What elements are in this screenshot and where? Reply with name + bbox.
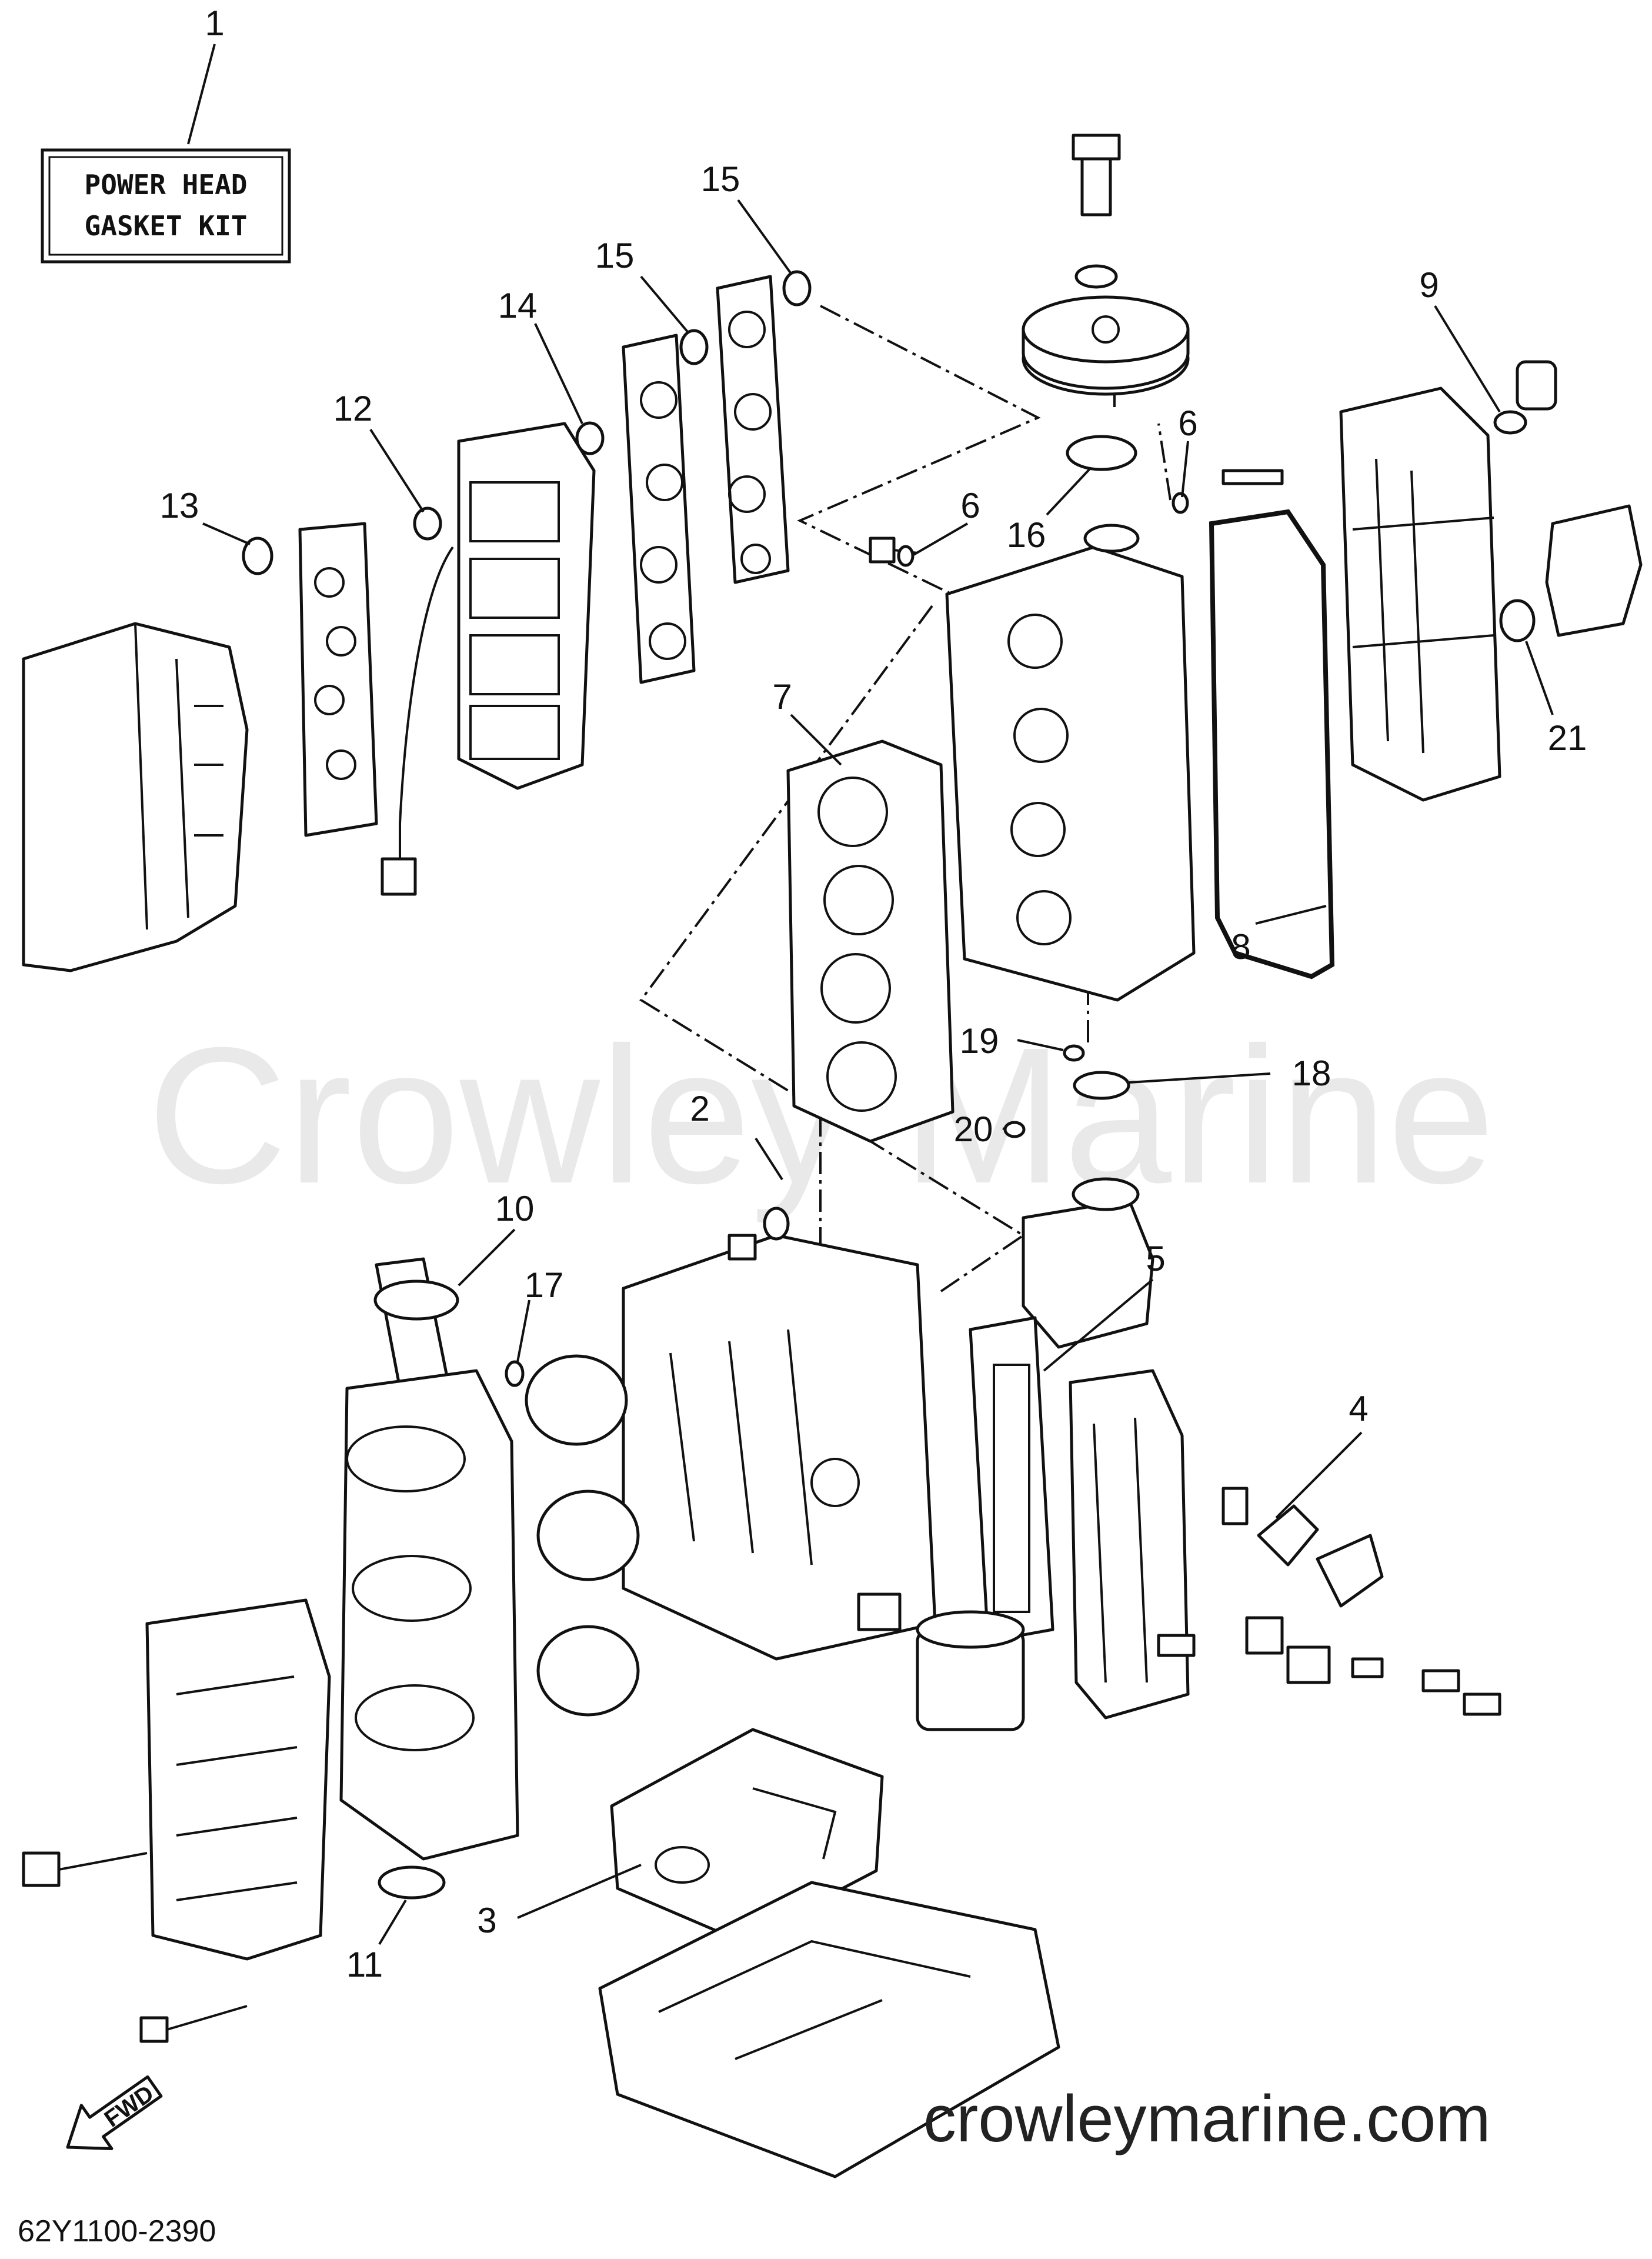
callout-6a: 6 bbox=[960, 486, 980, 525]
callout-3: 3 bbox=[477, 1901, 496, 1940]
oil-seal-10 bbox=[373, 1280, 459, 1321]
bolts-6 bbox=[869, 469, 1284, 567]
callout-19: 19 bbox=[960, 1021, 999, 1061]
o-ring-14 bbox=[575, 421, 605, 455]
crankshaft-assembly bbox=[339, 1257, 640, 1861]
intake-manifold bbox=[716, 275, 790, 584]
o-ring-12 bbox=[413, 507, 442, 541]
water-jacket-fitting bbox=[1022, 1177, 1154, 1349]
cylinder-head-cover bbox=[1339, 387, 1501, 802]
o-ring-17 bbox=[505, 1360, 525, 1387]
callout-4: 4 bbox=[1349, 1389, 1368, 1428]
callout-12: 12 bbox=[333, 389, 373, 428]
callout-8: 8 bbox=[1231, 927, 1250, 967]
callout-16: 16 bbox=[1007, 515, 1046, 555]
callout-13: 13 bbox=[160, 486, 199, 525]
cylinder-head bbox=[945, 524, 1196, 1002]
callout-15b: 15 bbox=[701, 159, 740, 199]
callout-18: 18 bbox=[1292, 1054, 1331, 1093]
o-ring-15a bbox=[679, 329, 709, 365]
oil-seal-16 bbox=[1066, 435, 1137, 471]
kit-label-line1: POWER HEAD bbox=[85, 169, 248, 201]
callout-10: 10 bbox=[495, 1189, 535, 1228]
website-text: crowleymarine.com bbox=[923, 2082, 1491, 2155]
oil-filter bbox=[857, 1592, 1025, 1731]
oil-pan bbox=[598, 1881, 1060, 2178]
gasket-kit-box: POWER HEAD GASKET KIT bbox=[41, 148, 291, 264]
carburetor-assembly bbox=[381, 422, 596, 896]
callout-leaders bbox=[187, 44, 1554, 1945]
diagram-code: 62Y1100-2390 bbox=[18, 2214, 216, 2248]
flywheel-pulley bbox=[1022, 134, 1190, 396]
drain-plug-9 bbox=[1493, 360, 1557, 435]
callout-9: 9 bbox=[1419, 265, 1439, 305]
o-ring-20 bbox=[1003, 1121, 1026, 1138]
callout-17: 17 bbox=[525, 1265, 564, 1305]
oil-seal-11 bbox=[378, 1865, 446, 1900]
forward-arrow-icon: FWD bbox=[66, 2075, 163, 2150]
kit-label-line2: GASKET KIT bbox=[85, 210, 248, 242]
o-ring-18 bbox=[1073, 1071, 1130, 1100]
cylinder-block bbox=[622, 1207, 937, 1661]
callout-6b: 6 bbox=[1178, 404, 1197, 443]
intake-gasket-plate bbox=[298, 522, 378, 837]
exhaust-gasket bbox=[969, 1316, 1054, 1643]
callout-7: 7 bbox=[772, 677, 792, 717]
air-silencer-cover bbox=[22, 622, 249, 972]
thermostat-group bbox=[1222, 1487, 1384, 1608]
thermostat-cover bbox=[1499, 504, 1643, 642]
callout-2: 2 bbox=[690, 1089, 709, 1128]
callout-15a: 15 bbox=[595, 236, 635, 275]
exhaust-cover bbox=[1069, 1369, 1190, 1720]
crankcase bbox=[22, 1598, 331, 2043]
callout-labels: 1 2 3 4 5 6 6 7 8 9 10 11 12 13 14 15 15… bbox=[160, 4, 1587, 1984]
callout-11: 11 bbox=[346, 1945, 383, 1984]
head-cover-gasket bbox=[1209, 509, 1335, 979]
callout-1: 1 bbox=[205, 4, 224, 43]
intake-manifold-gasket bbox=[622, 334, 696, 684]
o-ring-13 bbox=[242, 537, 273, 575]
callout-21: 21 bbox=[1548, 718, 1587, 758]
callout-5: 5 bbox=[1146, 1239, 1165, 1278]
callout-14: 14 bbox=[498, 286, 538, 325]
o-ring-15b bbox=[782, 270, 812, 306]
sensor-bolts bbox=[1157, 1616, 1501, 1716]
callout-20: 20 bbox=[954, 1109, 993, 1149]
cylinder-head-gasket bbox=[786, 739, 955, 1143]
o-ring-19 bbox=[1063, 1044, 1085, 1062]
